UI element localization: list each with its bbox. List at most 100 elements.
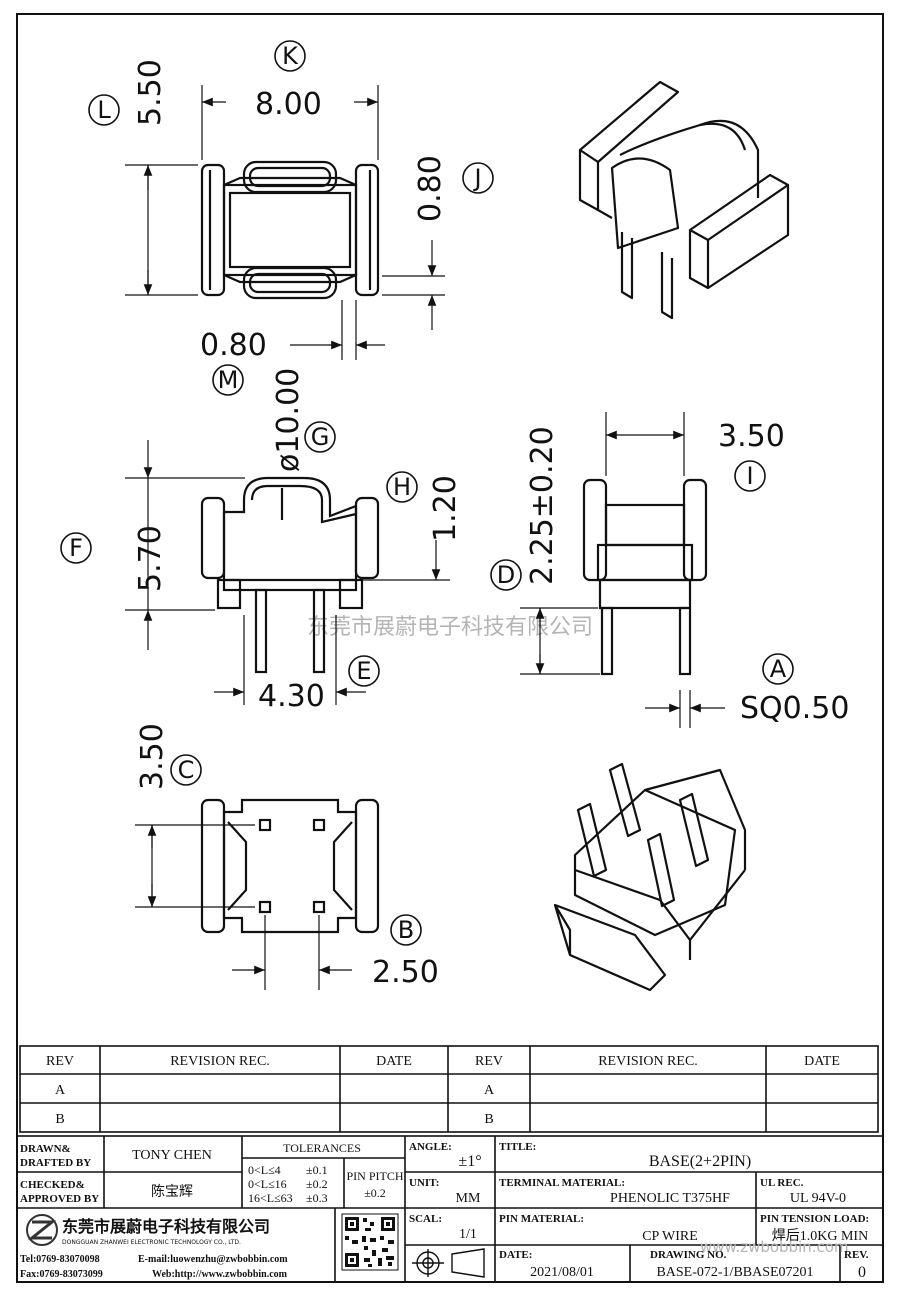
terminal-material-value: PHENOLIC T375HF: [610, 1191, 730, 1206]
side-view: [582, 478, 708, 676]
svg-text:A: A: [770, 655, 787, 683]
pin-material-label: PIN MATERIAL:: [499, 1213, 584, 1225]
svg-text:K: K: [282, 42, 299, 70]
svg-text:G: G: [311, 423, 330, 451]
tol-2-value: ±0.2: [306, 1177, 328, 1191]
callout-m: M: [212, 364, 244, 396]
front-view: [200, 476, 380, 674]
tol-1-value: ±0.1: [306, 1163, 328, 1177]
rev-row-b-left: B: [55, 1112, 64, 1127]
tol-3-value: ±0.3: [306, 1191, 328, 1205]
date-label: DATE:: [499, 1249, 532, 1261]
rev-header-rec-1: REVISION REC.: [170, 1054, 270, 1069]
callout-j: J: [462, 162, 494, 194]
company-name-en: DONGGUAN ZHANWEI ELECTRONIC TECHNOLOGY C…: [62, 1239, 241, 1246]
callout-l: L: [88, 94, 120, 126]
callout-f: F: [60, 532, 92, 564]
title-value: BASE(2+2PIN): [649, 1153, 751, 1170]
callout-b: B: [390, 914, 422, 946]
rev-header-date-1: DATE: [376, 1054, 412, 1069]
drawn-by-value: TONY CHEN: [132, 1148, 212, 1163]
svg-text:E: E: [356, 657, 371, 685]
checked-label-2: APPROVED BY: [20, 1193, 99, 1205]
svg-text:F: F: [69, 534, 83, 562]
callout-h: H: [386, 471, 418, 503]
tol-3-range: 16<L≤63: [248, 1191, 293, 1205]
callout-d: D: [490, 559, 522, 591]
company-fax: Fax:0769-83073099: [20, 1269, 103, 1280]
callout-c: C: [170, 754, 202, 786]
isometric-view-bottom: [553, 762, 747, 992]
bottom-view: [200, 798, 380, 934]
tolerances-label: TOLERANCES: [283, 1141, 361, 1155]
company-email: E-mail:luowenzhu@zwbobbin.com: [138, 1254, 288, 1265]
drawing-no-label: DRAWING NO.: [650, 1249, 727, 1261]
top-view-dimension-lines: [125, 85, 445, 360]
scale-value: 1/1: [459, 1227, 477, 1242]
dim-l-height: 5.50: [133, 59, 168, 126]
title-label: TITLE:: [499, 1141, 536, 1153]
revision-table: [19, 1045, 879, 1133]
company-tel: Tel:0769-83070098: [20, 1254, 100, 1265]
rev-value: 0: [858, 1264, 866, 1281]
company-web: Web:http://www.zwbobbin.com: [152, 1269, 288, 1280]
callout-i: I: [734, 460, 766, 492]
angle-value: ±1°: [458, 1153, 481, 1170]
dim-d-pin: 2.25±0.20: [525, 426, 560, 585]
company-name-cn: 东莞市展蔚电子科技有限公司: [62, 1217, 270, 1236]
qr-code-icon: [341, 1213, 399, 1271]
dim-a-square: SQ0.50: [740, 691, 849, 726]
ul-rec-label: UL REC.: [760, 1177, 804, 1189]
dim-h-step: 1.20: [428, 475, 463, 542]
callout-g: G: [304, 421, 336, 453]
tol-2-range: 0<L≤16: [248, 1177, 287, 1191]
top-view: [200, 160, 380, 300]
rev-header-date-2: DATE: [804, 1054, 840, 1069]
rev-header-rev-1: REV: [46, 1054, 74, 1069]
svg-text:H: H: [393, 473, 411, 501]
company-logo-icon: [26, 1214, 58, 1246]
web-watermark: www.zwbobbin.com: [700, 1238, 849, 1256]
dim-g-diameter: ø10.00: [271, 368, 306, 472]
bottom-view-dimension-lines: [135, 824, 352, 990]
isometric-view-top: [578, 80, 790, 320]
callout-e: E: [348, 655, 380, 687]
dim-f-height: 5.70: [133, 525, 168, 592]
side-view-dimension-lines: [520, 412, 725, 728]
front-view-dimension-lines: [125, 440, 450, 705]
unit-label: UNIT:: [409, 1177, 439, 1189]
svg-text:C: C: [178, 756, 195, 784]
rev-header-rev-2: REV: [475, 1054, 503, 1069]
title-block-grid: [16, 1135, 884, 1283]
checked-label-1: CHECKED&: [20, 1179, 85, 1191]
svg-text:L: L: [97, 96, 111, 124]
svg-text:D: D: [497, 561, 515, 589]
svg-text:I: I: [746, 462, 753, 490]
pin-tension-label: PIN TENSION LOAD:: [760, 1213, 869, 1225]
angle-label: ANGLE:: [409, 1141, 452, 1153]
dim-k-width: 8.00: [255, 87, 322, 122]
svg-text:M: M: [218, 366, 239, 394]
date-value: 2021/08/01: [530, 1265, 594, 1280]
dim-c-height: 3.50: [135, 723, 170, 790]
terminal-material-label: TERMINAL MATERIAL:: [499, 1177, 625, 1189]
ul-rec-value: UL 94V-0: [790, 1191, 846, 1206]
dim-b-pitch: 2.50: [372, 955, 439, 990]
callout-k: K: [274, 40, 306, 72]
svg-text:B: B: [398, 916, 414, 944]
dim-m-tab: 0.80: [200, 328, 267, 363]
callout-a: A: [762, 653, 794, 685]
unit-value: MM: [456, 1191, 481, 1206]
pin-pitch-label: PIN PITCH: [346, 1169, 403, 1183]
approved-by-value: 陈宝辉: [151, 1183, 193, 1200]
drawn-label-1: DRAWN&: [20, 1143, 71, 1155]
rev-label: REV.: [844, 1249, 869, 1261]
pin-material-value: CP WIRE: [642, 1229, 698, 1244]
rev-row-b-right: B: [484, 1112, 493, 1127]
watermark-text: 东莞市展蔚电子科技有限公司: [307, 615, 593, 640]
tol-1-range: 0<L≤4: [248, 1163, 281, 1177]
scale-label: SCAL:: [409, 1213, 442, 1225]
dim-i-width: 3.50: [718, 419, 785, 454]
projection-symbol-icon: [412, 1248, 485, 1278]
